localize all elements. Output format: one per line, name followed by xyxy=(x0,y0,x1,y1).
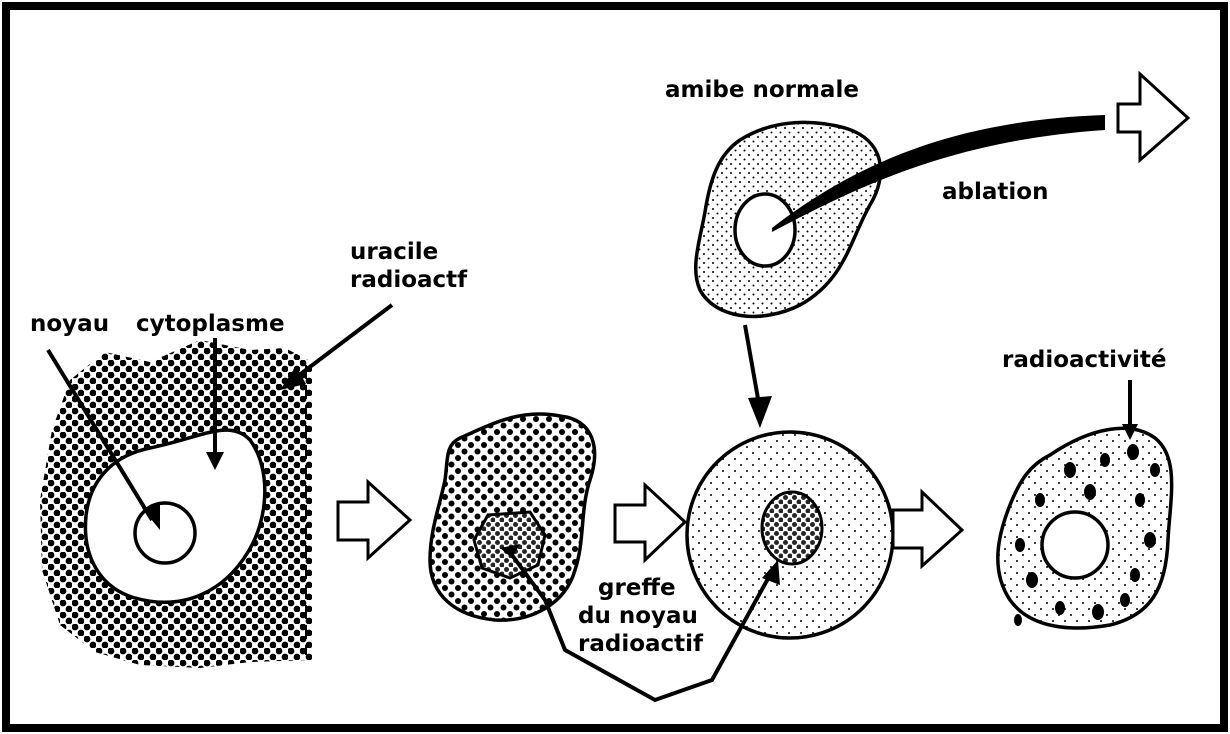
label-uracile-line1: uracile xyxy=(350,238,467,266)
label-ablation: ablation xyxy=(942,178,1048,206)
cell-1-radioactive-medium xyxy=(40,340,312,668)
label-amibe-normale: amibe normale xyxy=(665,76,859,104)
label-uracile-line2: radioactf xyxy=(350,266,467,294)
label-uracile-radioactif: uracile radioactf xyxy=(350,238,467,294)
label-greffe-line1: greffe xyxy=(578,574,728,602)
label-radioactivite: radioactivité xyxy=(1002,346,1167,374)
removal-arrow-icon xyxy=(1118,74,1188,160)
cell-1-nucleus xyxy=(135,503,195,563)
cell-2-labeled xyxy=(430,414,595,620)
cell-4-nucleus xyxy=(1042,512,1108,578)
normal-amoeba-nucleus xyxy=(735,194,795,266)
label-noyau: noyau xyxy=(30,310,109,338)
label-greffe: greffe du noyau radioactif xyxy=(578,574,728,658)
label-cytoplasme: cytoplasme xyxy=(136,310,285,338)
label-greffe-line2: du noyau xyxy=(578,602,728,630)
cell-4-result xyxy=(998,428,1172,628)
label-greffe-line3: radioactif xyxy=(578,630,728,658)
